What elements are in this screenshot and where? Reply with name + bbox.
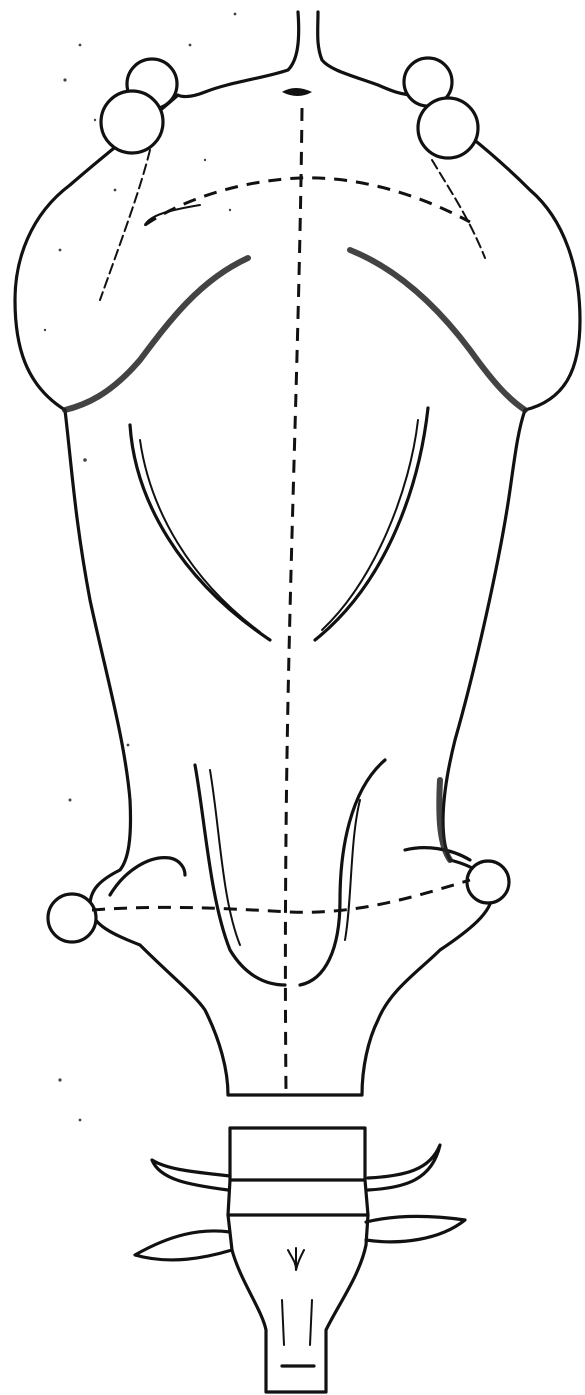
forehead-tuft bbox=[288, 1248, 304, 1270]
nose-line-left bbox=[282, 1300, 284, 1345]
left-loin-curve-inner bbox=[140, 440, 260, 632]
right-hip-curl bbox=[405, 848, 470, 860]
right-upper-shade bbox=[432, 160, 485, 258]
head bbox=[135, 1128, 465, 1392]
left-rump-curve-inner bbox=[210, 770, 240, 945]
left-rump-curve bbox=[195, 765, 285, 985]
left-horn bbox=[152, 1160, 230, 1190]
body-outline bbox=[15, 12, 580, 1095]
hip-cut-line bbox=[92, 880, 470, 912]
left-hip-knob bbox=[48, 894, 96, 942]
right-horn bbox=[368, 1145, 440, 1190]
right-loin-curve bbox=[315, 408, 428, 640]
print-specks bbox=[44, 13, 237, 1122]
right-shoulder-knob bbox=[418, 98, 478, 158]
neck-mark bbox=[282, 88, 312, 96]
left-shoulder-shade bbox=[65, 258, 248, 410]
right-shoulder-shade bbox=[350, 250, 525, 410]
spine-cut-line bbox=[285, 108, 302, 1092]
right-rump-curve-inner bbox=[345, 800, 360, 940]
left-shoulder-knob bbox=[101, 91, 163, 153]
left-upper-shade bbox=[100, 150, 150, 300]
carcass-outline bbox=[15, 12, 580, 1095]
left-ear bbox=[135, 1231, 232, 1260]
cut-lines bbox=[92, 108, 470, 1092]
nose-line-right bbox=[310, 1300, 312, 1345]
shoulder-cut-line bbox=[145, 178, 470, 225]
right-ear bbox=[366, 1216, 465, 1241]
right-loin-curve-inner bbox=[322, 420, 418, 630]
neck-block-lower bbox=[228, 1180, 368, 1215]
right-hip-knob bbox=[467, 861, 509, 903]
neck-block bbox=[230, 1128, 365, 1180]
left-loin-curve bbox=[130, 425, 270, 640]
right-rump-curve bbox=[300, 760, 385, 985]
left-hip-curl bbox=[110, 858, 185, 895]
muscle-lines bbox=[65, 150, 525, 985]
